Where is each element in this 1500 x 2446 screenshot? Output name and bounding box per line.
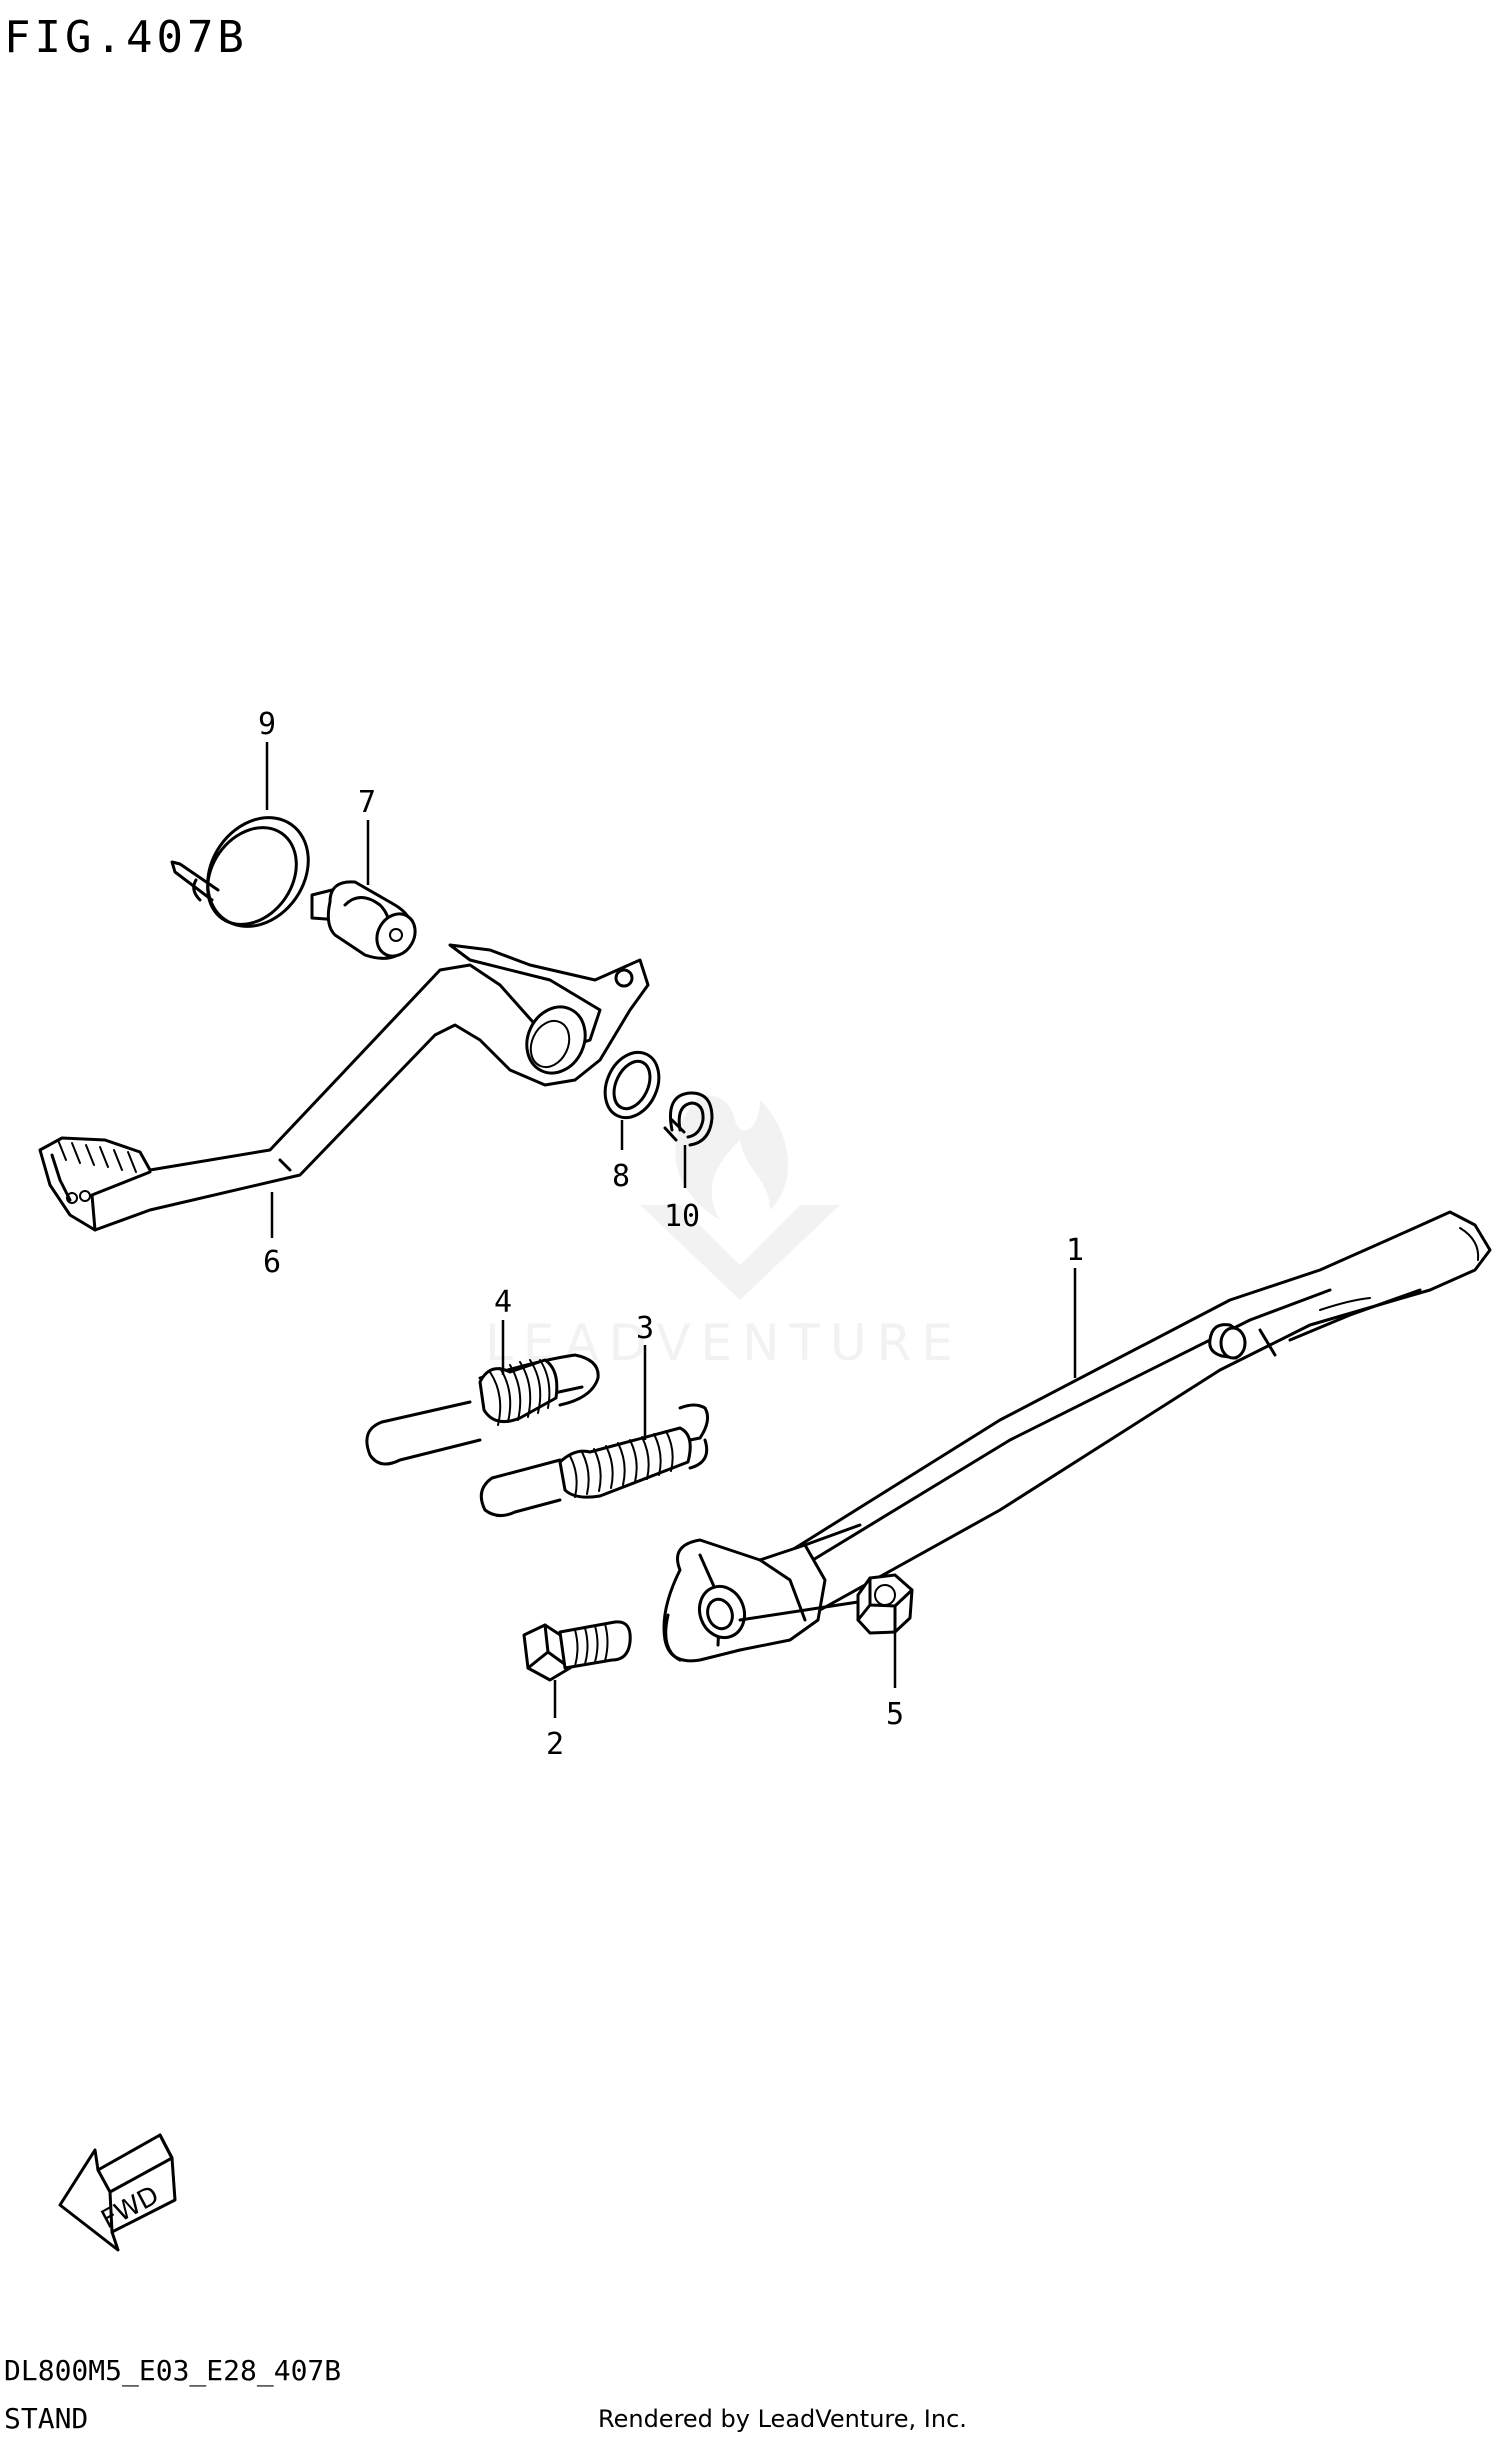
part-2-bolt[interactable]	[522, 1620, 632, 1682]
model-code: DL800M5_E03_E28_407B	[4, 2354, 341, 2388]
part-4-spring[interactable]	[365, 1353, 600, 1466]
leadventure-watermark: LEADVENTURE	[485, 1095, 963, 1372]
callout-3: 3	[636, 1311, 654, 1346]
callout-6: 6	[263, 1245, 281, 1280]
callout-10: 10	[664, 1199, 700, 1234]
part-1-side-stand[interactable]	[662, 1210, 1492, 1663]
figure-title: FIG.407B	[4, 12, 248, 63]
callout-5: 5	[886, 1697, 904, 1732]
part-8-washer[interactable]	[595, 1044, 669, 1127]
part-5-nut[interactable]	[856, 1573, 914, 1635]
callout-8: 8	[612, 1159, 630, 1194]
watermark-text: LEADVENTURE	[485, 1314, 963, 1372]
callout-4: 4	[494, 1285, 512, 1320]
rendered-by: Rendered by LeadVenture, Inc.	[598, 2405, 967, 2433]
section-name: STAND	[4, 2402, 88, 2435]
part-7-pivot-bolt[interactable]	[310, 880, 423, 963]
leader-lines	[265, 742, 1077, 1718]
callout-2: 2	[546, 1727, 564, 1762]
part-10-circlip[interactable]	[663, 1091, 714, 1147]
part-3-spring[interactable]	[479, 1403, 710, 1517]
part-9-spring-clip[interactable]	[170, 798, 329, 946]
callout-9: 9	[258, 707, 276, 742]
part-6-brake-pedal[interactable]	[38, 943, 650, 1232]
callout-7: 7	[358, 785, 376, 820]
fwd-arrow-icon: FWD	[58, 2133, 177, 2252]
callout-1: 1	[1066, 1233, 1084, 1268]
